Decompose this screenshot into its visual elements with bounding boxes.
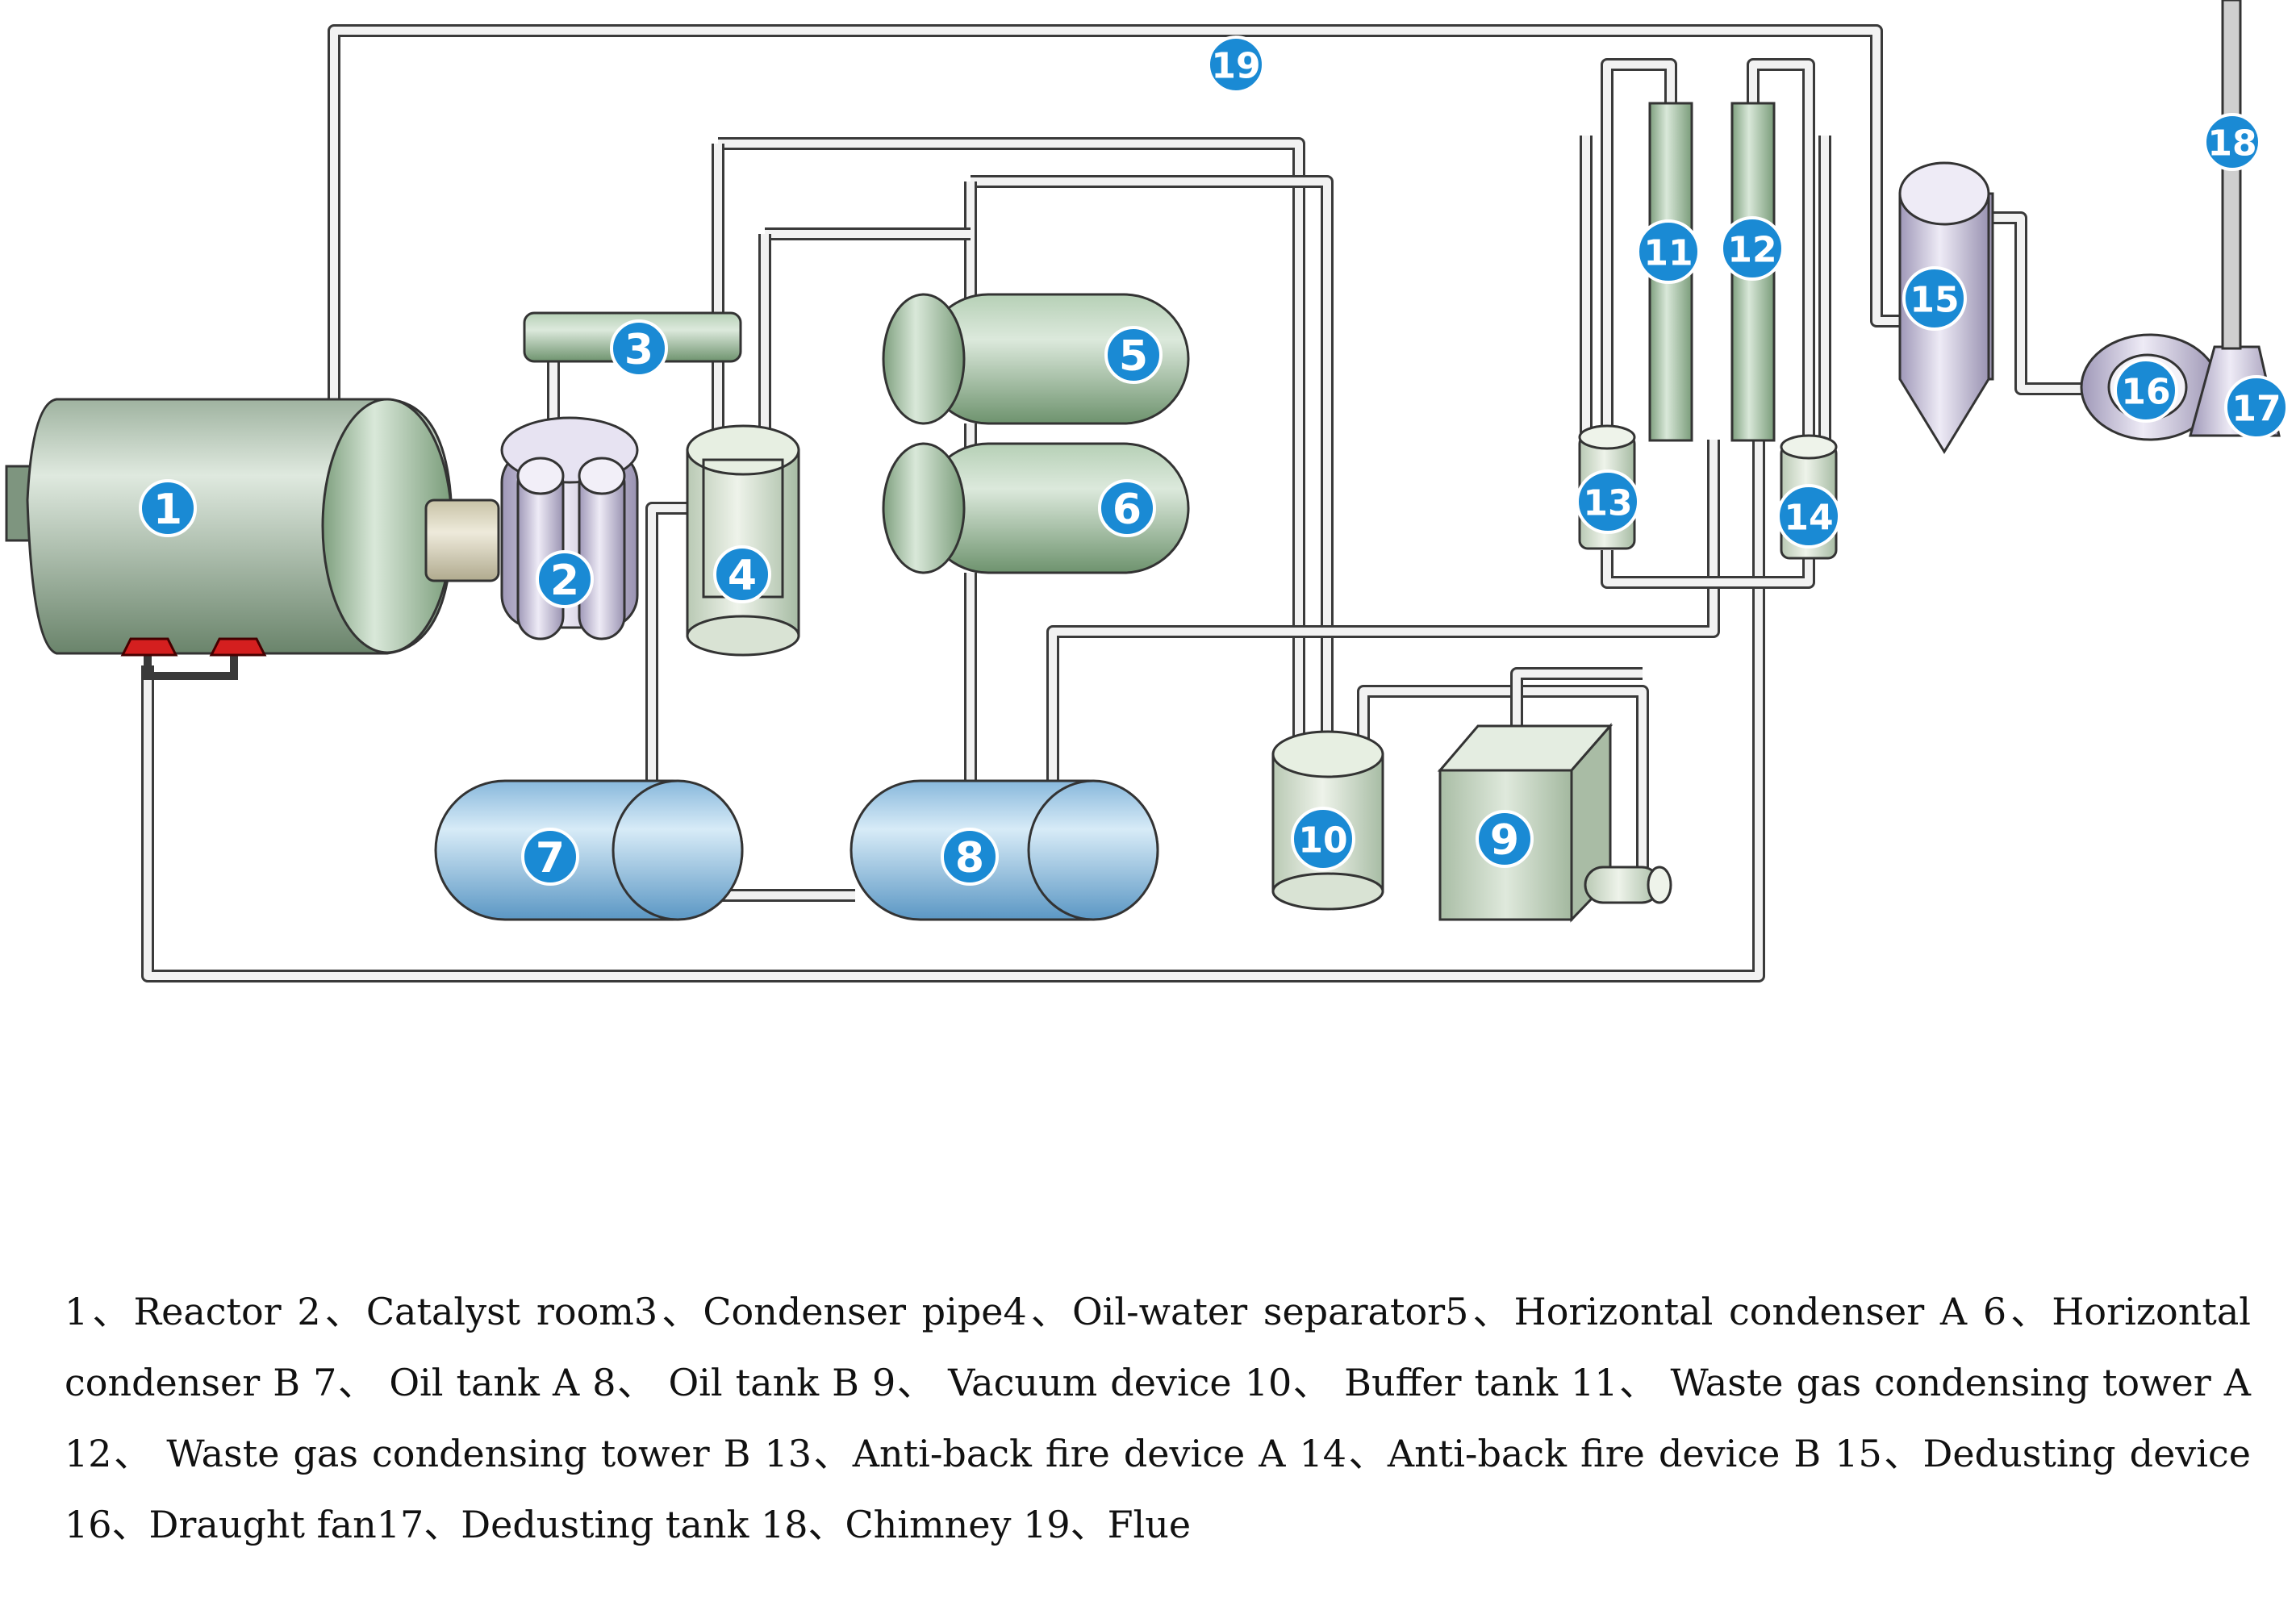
label-badge-14: 14 bbox=[1776, 484, 1841, 549]
badge-number: 2 bbox=[550, 557, 579, 605]
oil-tank-b bbox=[850, 779, 1159, 921]
badge-number: 19 bbox=[1211, 46, 1260, 87]
pipe bbox=[144, 440, 1763, 980]
badge-number: 16 bbox=[2121, 372, 2170, 413]
badge-circle bbox=[139, 479, 197, 537]
badge-number: 13 bbox=[1583, 483, 1632, 524]
equipment-legend: 1、Reactor 2、Catalyst room3、Condenser pip… bbox=[65, 1290, 2251, 1546]
badge-number: 14 bbox=[1784, 498, 1833, 539]
badge-number: 3 bbox=[624, 326, 653, 374]
badge-number: 9 bbox=[1490, 816, 1519, 865]
badge-circle bbox=[2203, 113, 2261, 171]
label-badge-10: 10 bbox=[1291, 807, 1355, 871]
badge-circle bbox=[536, 550, 594, 608]
horizontal-condenser-b bbox=[882, 442, 1190, 574]
badge-circle bbox=[1104, 326, 1163, 384]
label-badge-11: 11 bbox=[1636, 219, 1701, 284]
label-badge-13: 13 bbox=[1576, 469, 1640, 534]
badge-number: 18 bbox=[2207, 123, 2256, 165]
label-badge-16: 16 bbox=[2114, 358, 2178, 423]
label-badge-19: 19 bbox=[1207, 35, 1265, 94]
label-badge-1: 1 bbox=[139, 479, 197, 537]
badge-number: 5 bbox=[1119, 332, 1148, 381]
badge-number: 4 bbox=[728, 552, 757, 600]
label-badge-7: 7 bbox=[521, 828, 579, 886]
badge-circle bbox=[610, 319, 668, 378]
pipe bbox=[1749, 60, 1813, 445]
badge-circle bbox=[1720, 216, 1785, 281]
label-badge-2: 2 bbox=[536, 550, 594, 608]
badge-circle bbox=[1098, 479, 1156, 537]
pipe bbox=[648, 504, 687, 781]
oil-water-separator bbox=[686, 424, 800, 657]
label-badge-6: 6 bbox=[1098, 479, 1156, 537]
pipe-outline bbox=[645, 502, 687, 781]
pipe-outline bbox=[1510, 667, 1643, 726]
label-badge-18: 18 bbox=[2203, 113, 2261, 171]
pipe bbox=[971, 177, 1331, 754]
pipe-network bbox=[141, 24, 2238, 982]
badge-number: 15 bbox=[1910, 280, 1959, 321]
vacuum-device bbox=[1437, 723, 1672, 923]
badge-number: 17 bbox=[2231, 389, 2281, 430]
pipe bbox=[718, 140, 1303, 754]
label-badge-17: 17 bbox=[2224, 375, 2289, 440]
badge-number: 7 bbox=[536, 834, 565, 882]
label-badge-4: 4 bbox=[713, 545, 771, 603]
pipe bbox=[1993, 214, 2081, 393]
pipe bbox=[1603, 60, 1675, 436]
horizontal-condenser-a bbox=[882, 293, 1190, 425]
badge-circle bbox=[1576, 469, 1640, 534]
burner-left-icon bbox=[120, 637, 178, 657]
badge-circle bbox=[1476, 810, 1534, 868]
pipe bbox=[1049, 440, 1718, 781]
pipe-outline bbox=[1993, 211, 2081, 395]
badge-circle bbox=[1291, 807, 1355, 871]
burner-right-icon bbox=[209, 637, 267, 657]
badge-number: 6 bbox=[1113, 486, 1142, 534]
badge-circle bbox=[521, 828, 579, 886]
badge-circle bbox=[2114, 358, 2178, 423]
label-badge-3: 3 bbox=[610, 319, 668, 378]
badge-circle bbox=[941, 828, 999, 886]
oil-tank-a bbox=[434, 779, 744, 921]
badge-circle bbox=[1636, 219, 1701, 284]
badge-number: 10 bbox=[1298, 820, 1347, 861]
label-badge-15: 15 bbox=[1902, 266, 1967, 331]
pipe bbox=[1603, 550, 1813, 586]
reactor bbox=[5, 398, 500, 657]
badge-circle bbox=[1207, 35, 1265, 94]
catalyst-room bbox=[500, 416, 639, 640]
badge-number: 1 bbox=[153, 486, 182, 534]
pipe bbox=[1359, 687, 1647, 867]
badge-number: 8 bbox=[955, 834, 984, 882]
chimney bbox=[2221, 0, 2242, 350]
badge-number: 11 bbox=[1643, 233, 1693, 274]
badge-circle bbox=[2224, 375, 2289, 440]
badge-circle bbox=[1776, 484, 1841, 549]
label-badge-12: 12 bbox=[1720, 216, 1785, 281]
burner-feed-pipe bbox=[144, 655, 238, 680]
badge-circle bbox=[713, 545, 771, 603]
label-badge-8: 8 bbox=[941, 828, 999, 886]
label-badge-5: 5 bbox=[1104, 326, 1163, 384]
pipe bbox=[330, 27, 1904, 399]
label-badge-9: 9 bbox=[1476, 810, 1534, 868]
badge-circle bbox=[1902, 266, 1967, 331]
pipe bbox=[1513, 670, 1643, 726]
badge-number: 12 bbox=[1727, 230, 1776, 271]
